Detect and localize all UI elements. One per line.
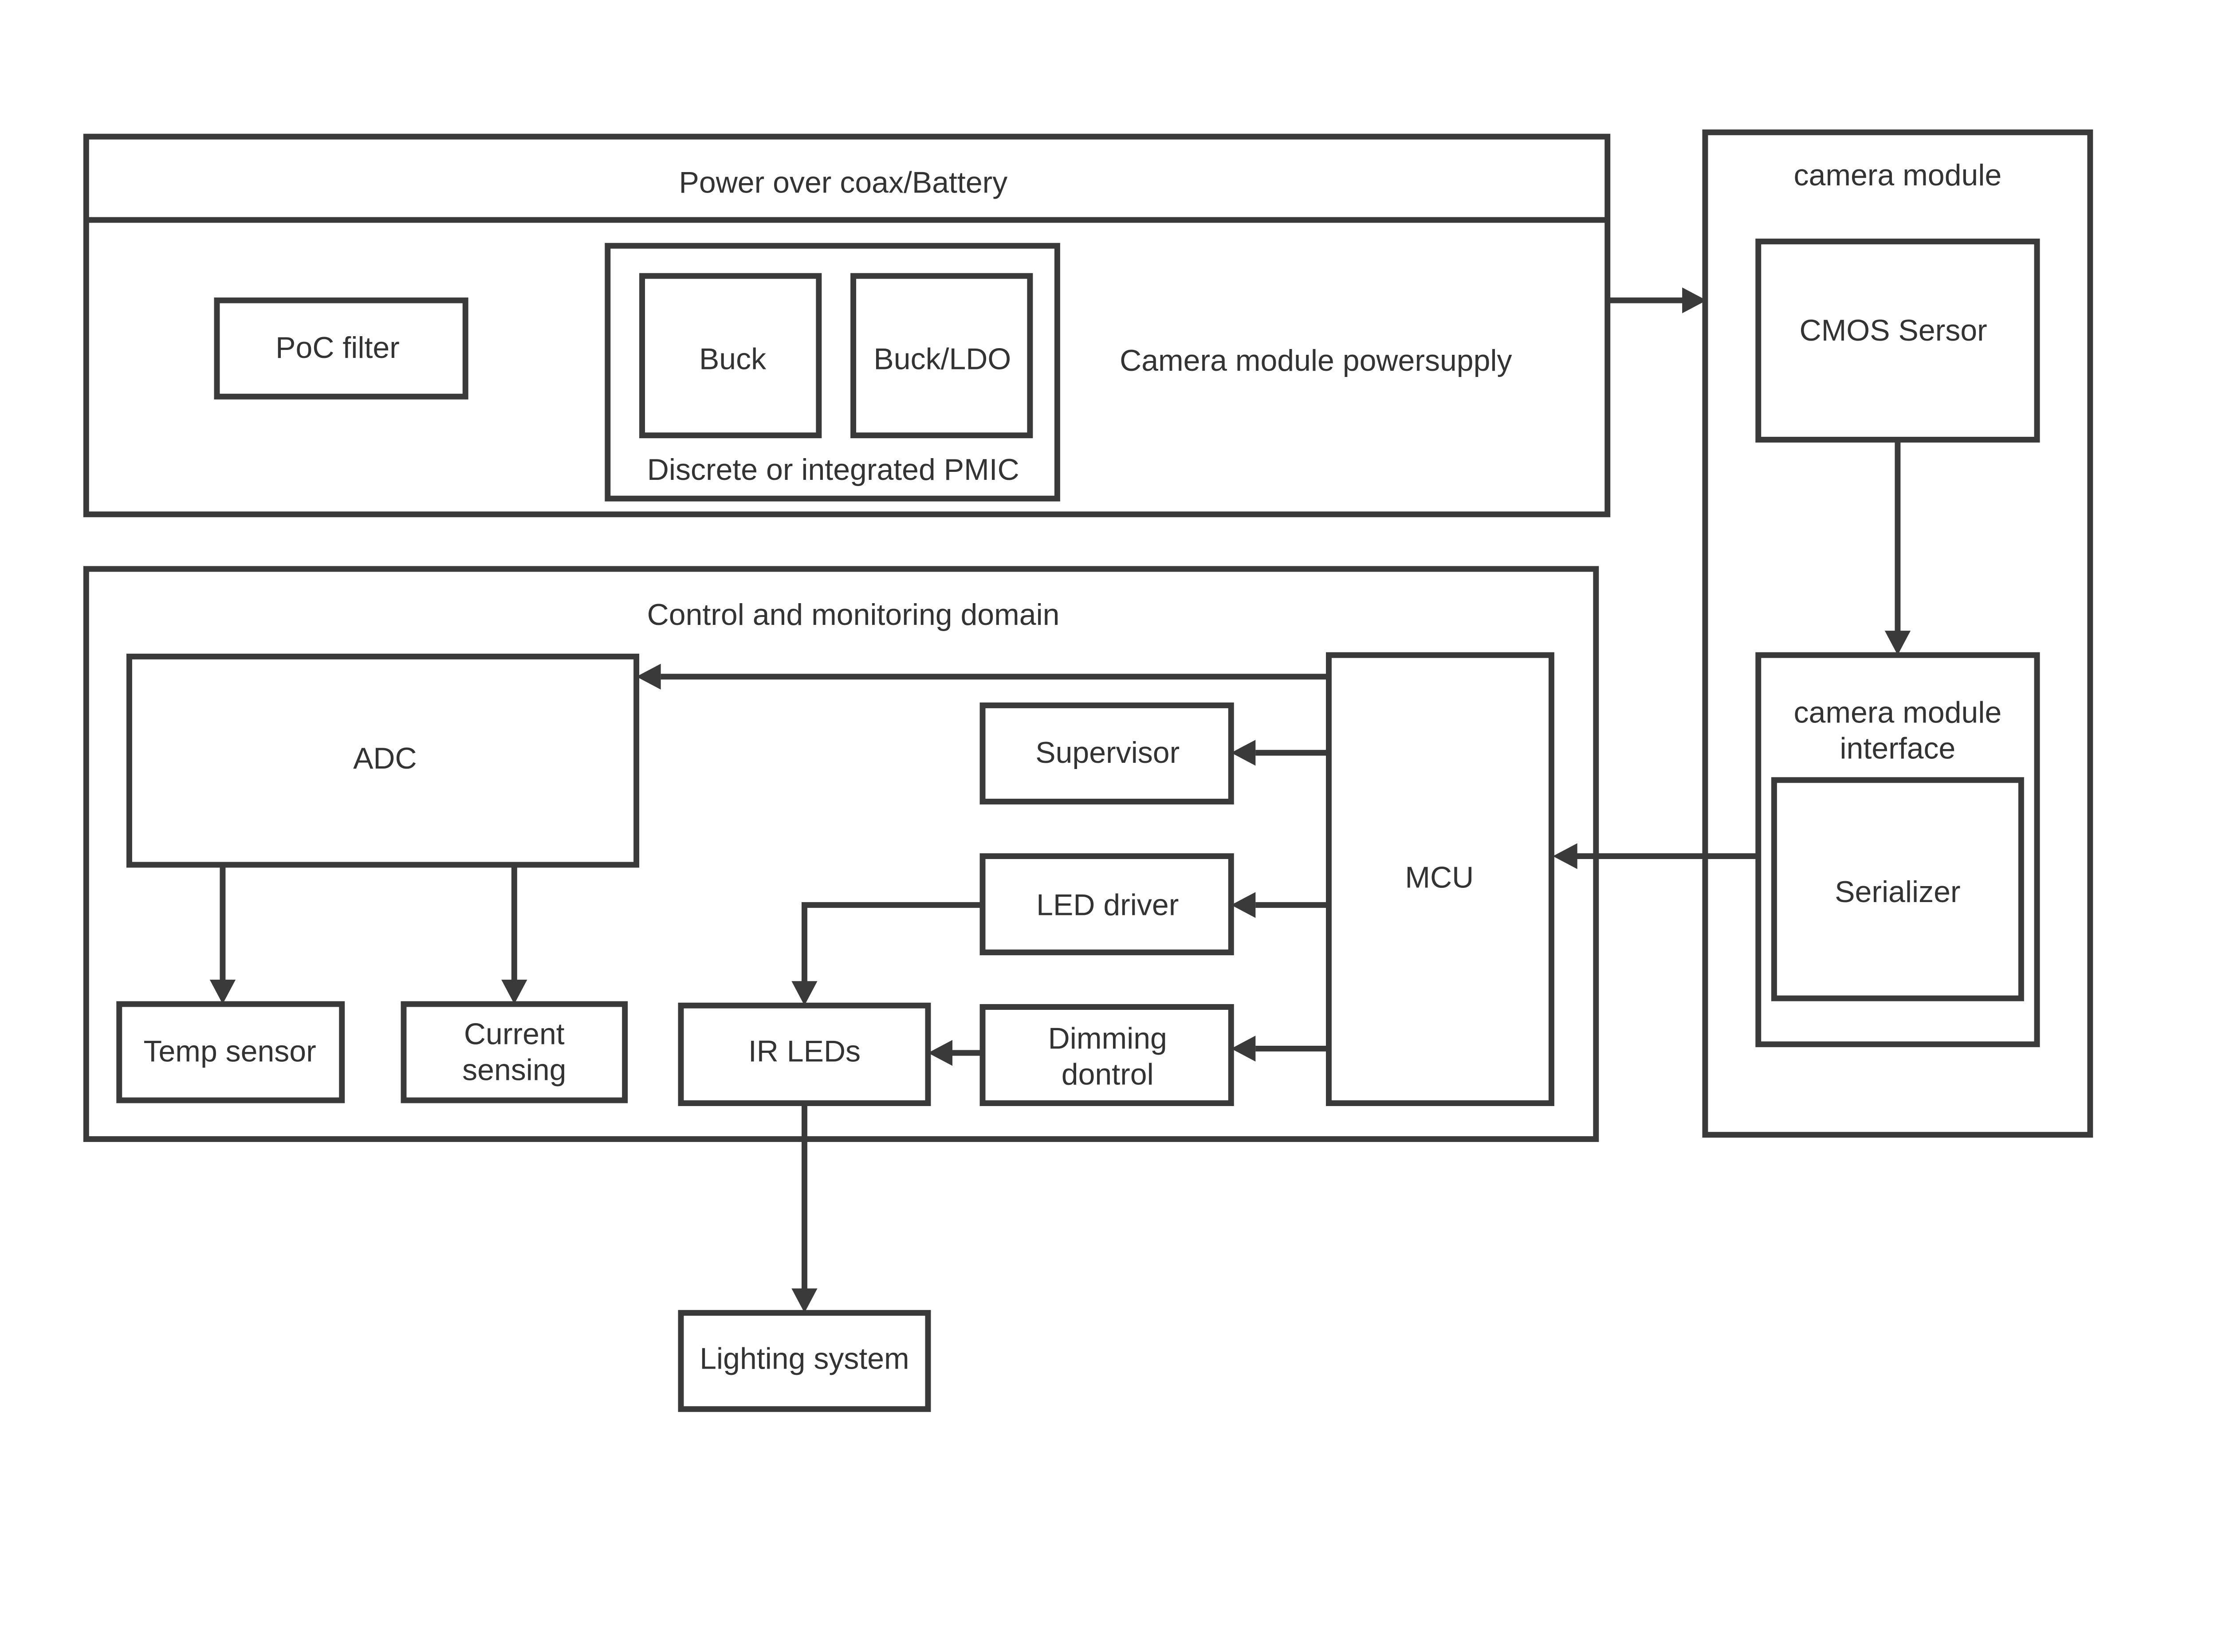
current-sensing-label-line1: Current [464, 1017, 565, 1051]
powersupply-label: Camera module powersupply [1120, 344, 1512, 377]
serializer-block [1771, 777, 2024, 1001]
led-driver-label: LED driver [1036, 888, 1179, 922]
cmos-to-interface-arrowhead [1884, 631, 1911, 655]
adc-to-current-arrowhead [501, 980, 527, 1005]
serializer-label: Serializer [1835, 875, 1960, 909]
cmos-sensor-block [1755, 239, 2040, 443]
mcu-to-dimming-arrowhead [1231, 1036, 1256, 1062]
ir-leds-to-lighting-arrowhead [791, 1288, 818, 1313]
pmic-label: Discrete or integrated PMIC [647, 453, 1019, 487]
lighting-system-block [678, 1310, 931, 1412]
buck-ldo-label: Buck/LDO [873, 342, 1011, 376]
camera-interface-label-line1: camera module [1794, 695, 2002, 729]
mcu-block [1325, 652, 1554, 1106]
ir-leds-label: IR LEDs [748, 1035, 861, 1068]
mcu-to-led-driver-arrowhead [1231, 892, 1256, 918]
adc-to-temp-arrowhead [209, 980, 236, 1005]
adc-block [126, 653, 640, 868]
current-sensing-label-line2: sensing [462, 1053, 566, 1087]
connectors [209, 287, 1911, 1313]
temp-sensor-label: Temp sensor [143, 1035, 316, 1068]
poc-filter-block [214, 297, 468, 400]
supervisor-label: Supervisor [1035, 736, 1180, 769]
led-driver-to-ir-leds-arrowhead [791, 981, 818, 1006]
dimming-control-label-line2: dontrol [1062, 1057, 1154, 1091]
supervisor-block [979, 702, 1234, 804]
mcu-to-supervisor-arrowhead [1231, 740, 1256, 766]
adc-label: ADC [353, 742, 417, 775]
camera-panel-title: camera module [1794, 158, 2002, 192]
dimming-control-label-line1: Dimming [1048, 1021, 1167, 1055]
mcu-label: MCU [1405, 861, 1474, 895]
dimming-to-ir-leds-arrowhead [928, 1040, 953, 1066]
mcu-to-adc-arrowhead [636, 663, 661, 690]
buck-label: Buck [699, 342, 767, 376]
power-panel-title: Power over coax/Battery [679, 165, 1008, 199]
current-sensing-block [401, 1001, 628, 1103]
temp-sensor-block [116, 1001, 345, 1103]
buck-ldo-block [850, 273, 1033, 439]
dimming-control-block [979, 1004, 1234, 1106]
power-to-camera-arrowhead [1682, 287, 1707, 314]
power-panel: Power over coax/Battery PoC filter Buck … [83, 133, 1611, 518]
ir-leds-block [678, 1002, 931, 1106]
poc-filter-label: PoC filter [275, 331, 400, 365]
camera-interface-label-line2: interface [1840, 731, 1955, 765]
lighting-system-label: Lighting system [700, 1342, 909, 1376]
control-panel: Control and monitoring domain ADC Superv… [83, 566, 1599, 1142]
interface-to-mcu-arrowhead [1553, 843, 1577, 869]
led-driver-to-ir-leds-line [801, 902, 983, 983]
control-panel-title: Control and monitoring domain [647, 598, 1060, 632]
buck-block [639, 273, 822, 439]
cmos-sensor-label: CMOS Sersor [1800, 314, 1987, 347]
